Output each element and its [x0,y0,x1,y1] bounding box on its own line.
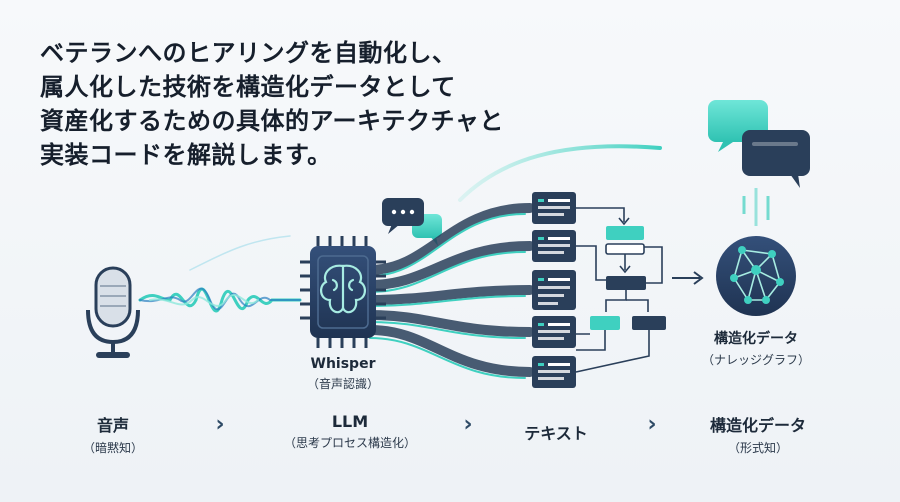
chevron-right-icon: › [215,412,225,437]
chat-bubble-icon [382,198,442,246]
chevron-right-icon: › [647,412,657,437]
whisper-sub-label: （音声認識） [306,377,380,391]
step-text: テキスト [524,420,588,444]
knowledge-graph-icon [716,236,796,316]
step-structured-data-sub: （形式知） [727,441,789,455]
step-audio: 音声 （暗黙知） [83,412,143,456]
step-structured-data-title: 構造化データ [709,416,807,435]
graph-sub-label: （ナレッジグラフ） [701,353,811,367]
microphone-icon [86,266,140,358]
flow-lines [365,144,662,379]
arrow-to-graph [672,271,704,285]
graph-label: 構造化データ [713,331,798,347]
chip-brain-icon [300,236,386,348]
whisper-caption: Whisper （音声認識） [307,356,379,392]
chevron-right-icon: › [463,412,473,437]
step-text-title: テキスト [524,424,588,443]
sound-wave-icon [138,235,302,313]
headline-line-1: ベテランへのヒアリングを自動化し、 [40,39,457,67]
headline: ベテランへのヒアリングを自動化し、 属人化した技術を構造化データとして 資産化す… [40,36,504,172]
step-structured-data: 構造化データ （形式知） [710,412,806,456]
step-llm: LLM （思考プロセス構造化） [284,412,416,451]
flowchart-icon [575,207,666,373]
chat-bubble-icon [708,100,810,226]
headline-line-2: 属人化した技術を構造化データとして [40,73,456,101]
graph-caption: 構造化データ （ナレッジグラフ） [702,328,810,368]
step-llm-sub: （思考プロセス構造化） [283,436,417,450]
whisper-label: Whisper [310,356,376,372]
step-llm-title: LLM [331,412,369,431]
step-audio-title: 音声 [96,416,130,435]
headline-line-3: 資産化するための具体的アーキテクチャと [40,107,504,135]
headline-line-4: 実装コードを解説します。 [40,141,332,169]
step-audio-sub: （暗黙知） [82,441,144,455]
document-icon [532,192,576,388]
